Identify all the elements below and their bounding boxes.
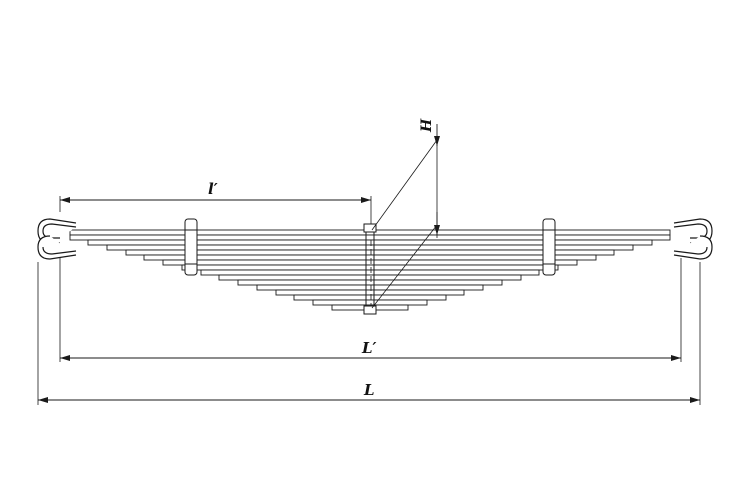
label-height: H bbox=[419, 118, 435, 133]
leaf-11 bbox=[237, 279, 503, 286]
center-bolt bbox=[363, 223, 377, 315]
leaf-15 bbox=[312, 299, 428, 306]
leaf-13 bbox=[275, 289, 465, 296]
label-loaded-length: L′ bbox=[361, 339, 377, 357]
leaf-6 bbox=[143, 254, 597, 261]
leaf-8 bbox=[181, 264, 559, 271]
height-construction bbox=[371, 139, 438, 309]
label-total-length: L bbox=[363, 381, 375, 399]
clip-left bbox=[184, 218, 198, 276]
leaf-10 bbox=[218, 274, 522, 281]
label-half-length: l′ bbox=[208, 180, 218, 198]
leaf-14 bbox=[293, 294, 447, 301]
leaf-stack bbox=[69, 229, 671, 311]
leaf-12 bbox=[256, 284, 484, 291]
leaf-7 bbox=[162, 259, 578, 266]
leaf-2 bbox=[69, 234, 671, 241]
leaf-5 bbox=[125, 249, 615, 256]
clip-right bbox=[542, 218, 556, 276]
leaf-3 bbox=[87, 239, 653, 246]
leaf-9 bbox=[200, 269, 540, 276]
eye-left bbox=[37, 218, 77, 260]
eye-right bbox=[673, 218, 713, 260]
